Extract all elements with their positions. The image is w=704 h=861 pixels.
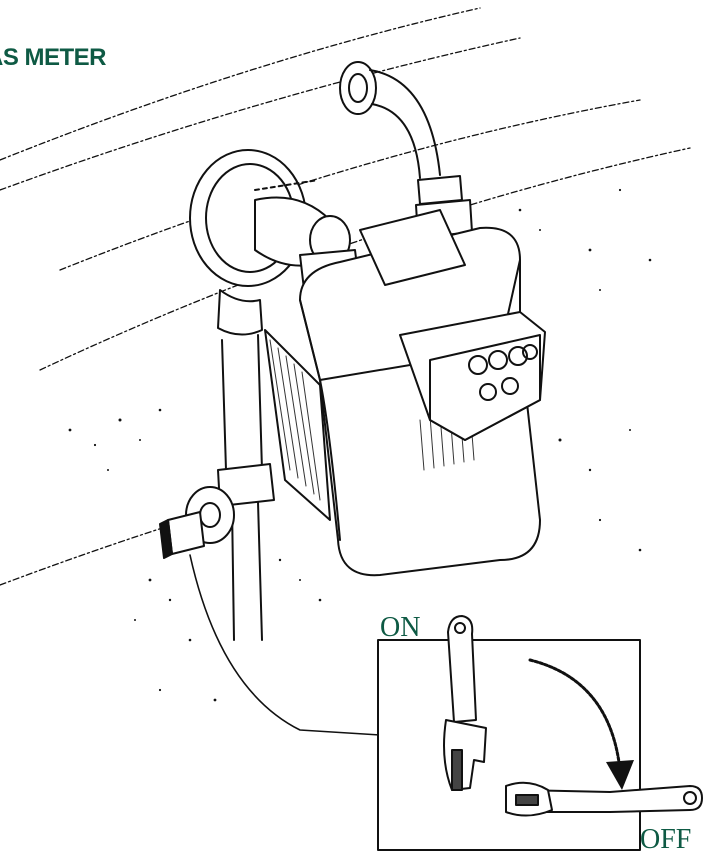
- callout-leader: [190, 555, 380, 735]
- supply-pipe: [340, 62, 472, 238]
- valve-on-label: ON: [380, 614, 420, 642]
- valve-inset-panel: [378, 616, 702, 850]
- valve-off-label: OFF: [640, 826, 691, 854]
- service-pipe-and-valve: [160, 335, 274, 640]
